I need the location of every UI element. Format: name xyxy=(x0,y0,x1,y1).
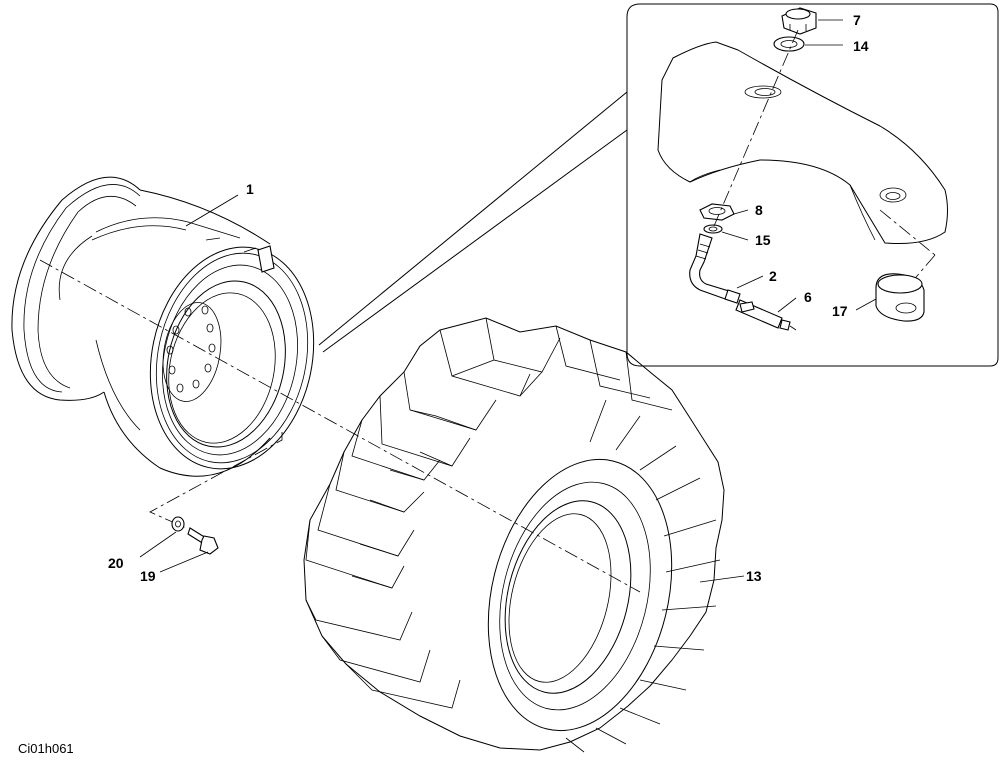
rim-front-inner xyxy=(166,280,286,448)
inset-axis-side xyxy=(879,209,936,256)
bolt-holes xyxy=(166,305,216,393)
inset-leader-upper xyxy=(318,91,628,346)
callout-14: 14 xyxy=(853,38,869,54)
tire-sidewall-mid xyxy=(499,481,651,711)
tire-bore xyxy=(504,500,632,694)
callout-8: 8 xyxy=(755,202,763,218)
callout-13: 13 xyxy=(746,568,762,584)
rim-barrel xyxy=(103,189,271,477)
callout-19: 19 xyxy=(140,568,156,584)
drawing-code: Ci01h061 xyxy=(18,741,74,756)
callout-1: 1 xyxy=(246,181,254,197)
wheel-rim-part: 1 xyxy=(11,176,315,477)
washer-part-20 xyxy=(171,516,185,532)
valve-core-part xyxy=(735,299,797,331)
washer-part-15 xyxy=(703,224,723,234)
rim-front-outer xyxy=(149,246,315,470)
tire-sidewall-outer xyxy=(487,458,673,732)
washer-part-14 xyxy=(773,36,805,52)
bolt-assembly: 20 19 xyxy=(108,432,283,584)
tire-part: 13 xyxy=(303,317,762,753)
callout-20: 20 xyxy=(108,555,124,571)
callout-2: 2 xyxy=(769,268,777,284)
inset-leader-lower xyxy=(322,129,628,353)
valve-detail-inset: 7 14 8 15 2 6 17 xyxy=(318,3,999,367)
nut-part-8 xyxy=(699,203,735,221)
rim-disc xyxy=(162,302,222,402)
valve-stem-part xyxy=(689,233,741,304)
main-wheel-axis xyxy=(39,259,641,593)
bolt-axis-lines xyxy=(149,432,283,529)
bolt-part-19 xyxy=(187,527,219,555)
valve-axis xyxy=(713,29,799,227)
rim-back-flange xyxy=(11,176,141,401)
callout-15: 15 xyxy=(755,232,771,248)
valve-hole-top-inner xyxy=(754,88,776,96)
callout-7: 7 xyxy=(853,12,861,28)
valve-hole-side-inner xyxy=(885,192,901,200)
rim-section-inner xyxy=(689,169,876,241)
callout-17: 17 xyxy=(832,303,848,319)
callout-6: 6 xyxy=(804,289,812,305)
rim-section-piece xyxy=(657,41,948,244)
valve-hole-top xyxy=(744,85,782,99)
valve-hole-side xyxy=(879,187,907,203)
sidewall-radials xyxy=(565,399,721,753)
valve-cap-part xyxy=(781,7,817,35)
tread-lugs xyxy=(305,317,673,709)
grommet-part-17 xyxy=(875,273,925,322)
tire-tread-outline xyxy=(303,317,725,751)
inset-frame xyxy=(626,3,999,367)
